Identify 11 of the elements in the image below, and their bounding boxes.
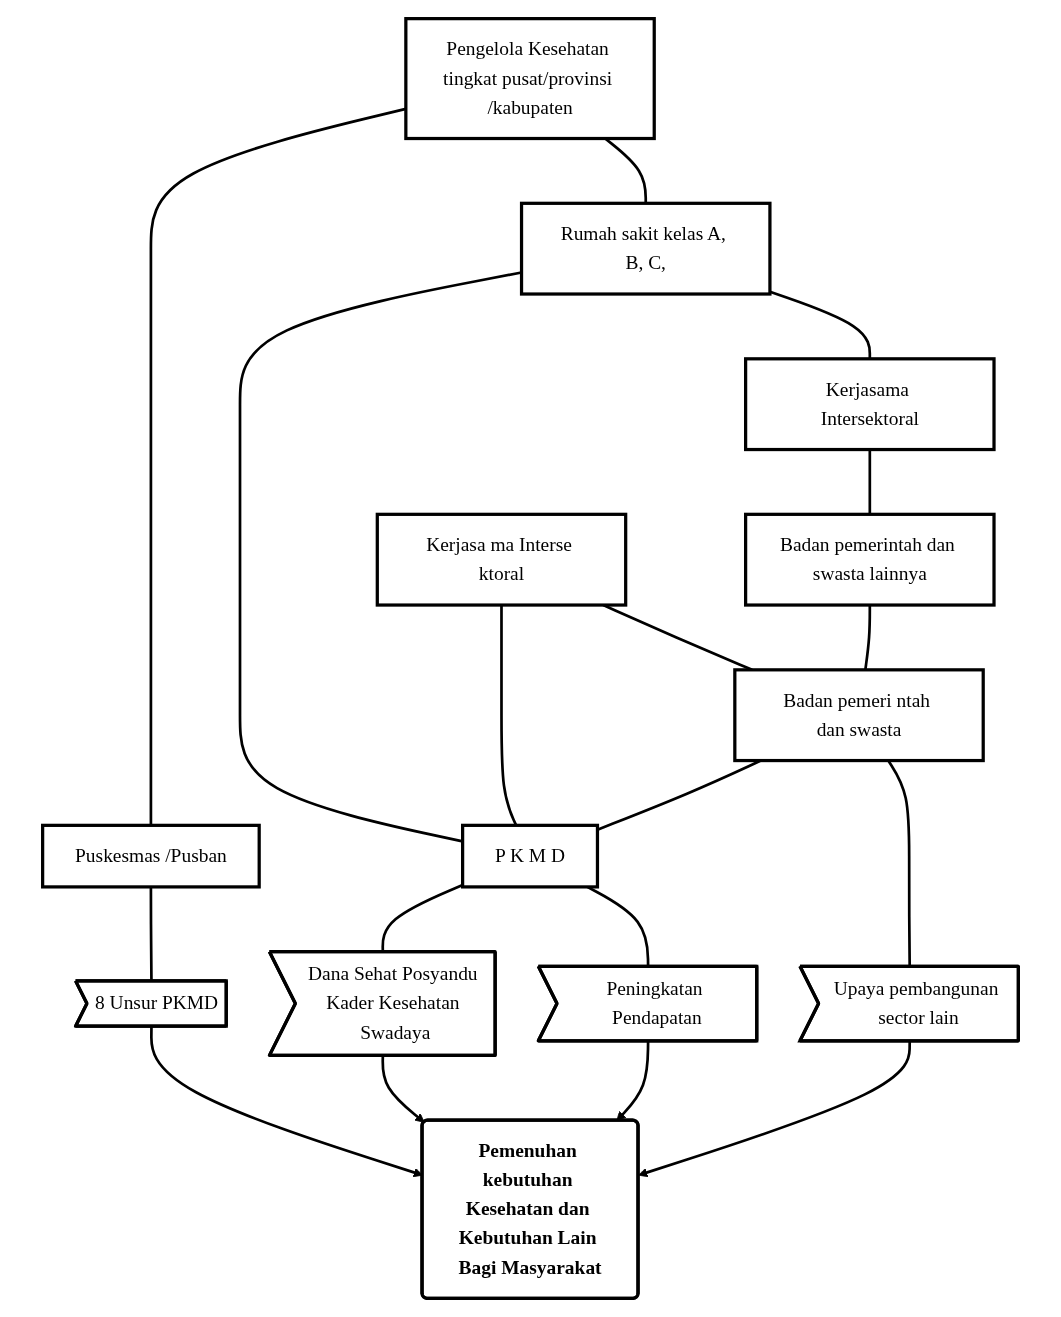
node-box: Pengelola Kesehatan tingkat pusat/provinsi /kabupaten [404,17,656,141]
connector [868,449,872,515]
node-box: Kerjasa ma Interse ktoral [375,512,628,607]
connector [500,605,518,826]
node-box: Badan pemeri ntah dan swasta [733,668,985,763]
node-box: P K M D [461,823,600,889]
node-box: Puskesmas /Pusban [41,823,261,889]
connector [769,290,872,359]
node-box: Kerjasama Intersektoral [744,357,996,452]
node-box: Badan pemerintah dan swasta lainnya [744,512,996,607]
node-box: Rumah sakit kelas A, B, C, [519,201,772,296]
